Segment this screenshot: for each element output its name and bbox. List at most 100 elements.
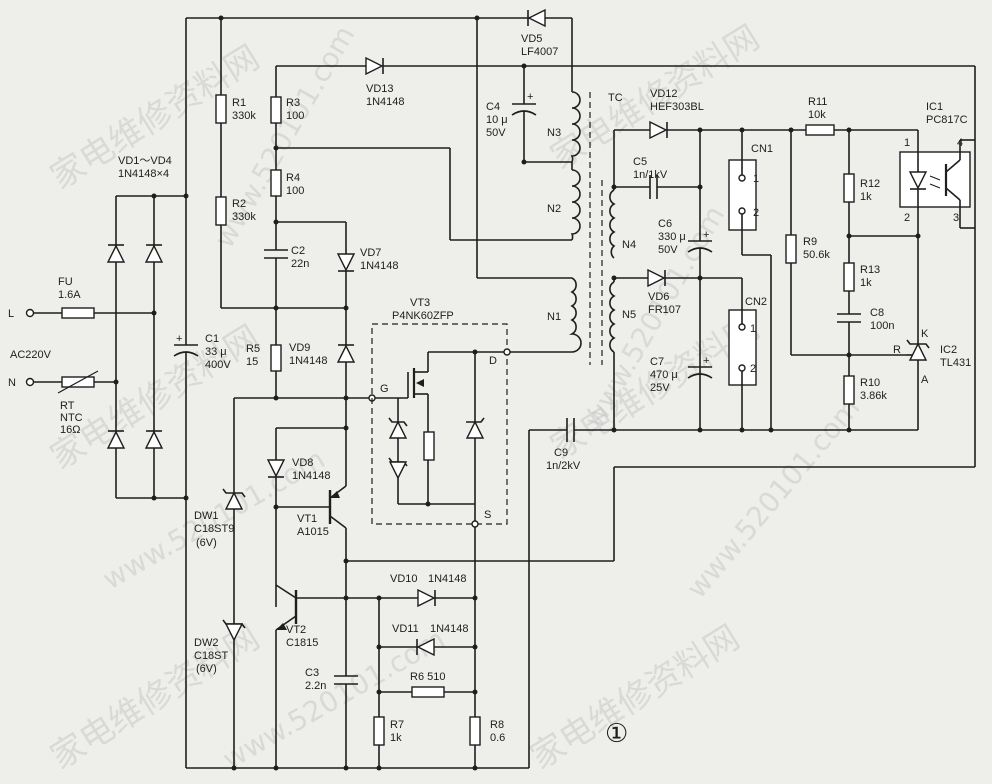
diode-vd13 (365, 56, 384, 76)
polarity-c6: + (703, 229, 709, 241)
value-vt1: A1015 (297, 526, 329, 538)
label-vd9: VD9 (289, 342, 310, 354)
coil-n1 (568, 277, 582, 353)
label-c5: C5 (633, 156, 647, 168)
label-vd7: VD7 (360, 247, 381, 259)
label-c2: C2 (291, 245, 305, 257)
value-r4: 100 (286, 185, 304, 197)
label-r4: R4 (286, 172, 300, 184)
ic1-pin1: 1 (904, 137, 910, 149)
ic2-pin-r: R (893, 344, 901, 356)
diode-vd3 (106, 430, 126, 449)
label-ic2: IC2 (940, 344, 957, 356)
terminal-n (25, 377, 35, 387)
label-r6: R6 510 (410, 671, 445, 683)
value-vd7: 1N4148 (360, 260, 399, 272)
coil-n4 (609, 189, 616, 259)
value-c8: 100n (870, 320, 894, 332)
value-r3: 100 (286, 110, 304, 122)
voltage-c6: 50V (658, 244, 678, 256)
label-r2: R2 (232, 198, 246, 210)
label-ac220v: AC220V (10, 349, 52, 361)
resistor-r13 (843, 262, 855, 292)
label-vd10: VD10 (390, 573, 418, 585)
resistor-r8 (469, 716, 481, 746)
value-ic2: TL431 (940, 357, 971, 369)
polarity-c7: + (703, 355, 709, 367)
label-vd1-4: VD1～VD4 (118, 155, 172, 167)
value-vt2: C1815 (286, 637, 318, 649)
start-resistors: R1 330k R2 330k (215, 18, 349, 311)
ic2-pin-k: K (921, 328, 929, 340)
cn1-pin2: 2 (753, 207, 759, 219)
value-vt3: P4NK60ZFP (392, 310, 454, 322)
input-section: L N AC220V FU 1.6A RT NTC 16Ω VD1～VD4 1N… (8, 18, 231, 768)
terminal-l (25, 308, 35, 318)
label-rt-ntc: NTC (60, 412, 83, 424)
zener-section: DW1 C18ST9 (6V) DW2 C18ST (6V) (194, 398, 246, 771)
label-c7: C7 (650, 356, 664, 368)
resistor-r12 (843, 173, 855, 203)
polarity-c4: + (527, 91, 533, 103)
label-n4: N4 (622, 239, 636, 251)
diode-vd7 (336, 253, 356, 272)
cn2-pin2: 2 (750, 363, 756, 375)
value-r8: 0.6 (490, 732, 505, 744)
diode-vd2 (144, 244, 164, 263)
value-c2: 22n (291, 258, 309, 270)
label-r7: R7 (390, 719, 404, 731)
label-vt1: VT1 (297, 513, 317, 525)
value-vd8: 1N4148 (292, 470, 331, 482)
label-n3: N3 (547, 127, 561, 139)
value-c5: 1n/1kV (633, 169, 668, 181)
label-c6: C6 (658, 218, 672, 230)
value-vd6: FR107 (648, 304, 681, 316)
label-c9: C9 (554, 447, 568, 459)
diode-vd12 (649, 120, 668, 140)
label-r3: R3 (286, 97, 300, 109)
resistor-r5 (270, 344, 282, 372)
label-s: S (484, 509, 491, 521)
resistor-r3 (270, 96, 282, 124)
label-l: L (8, 308, 14, 320)
value-c3: 2.2n (305, 680, 326, 692)
resistor-r2 (215, 196, 227, 226)
label-n1: N1 (547, 311, 561, 323)
resistor-r9 (785, 234, 797, 264)
label-r5: R5 (246, 343, 260, 355)
value-dw1: C18ST9 (194, 523, 234, 535)
label-vt2: VT2 (286, 624, 306, 636)
vt1-arrow (330, 491, 340, 498)
value-rt: 16Ω (60, 424, 80, 436)
fuse-fu (61, 307, 95, 319)
label-cn2: CN2 (745, 296, 767, 308)
label-n: N (8, 377, 16, 389)
value-r11: 10k (808, 109, 826, 121)
label-c8: C8 (870, 307, 884, 319)
label-fu: FU (58, 276, 73, 288)
watermark-url: www.520101.com (680, 391, 866, 604)
cn1-pin1: 1 (753, 173, 759, 185)
label-g: G (380, 383, 389, 395)
value-r2: 330k (232, 211, 256, 223)
value-vd5: LF4007 (521, 46, 558, 58)
resistor-r6 (411, 686, 445, 698)
label-r11: R11 (808, 96, 827, 108)
label-vd11: VD11 (392, 623, 419, 635)
label-tc: TC (608, 92, 623, 104)
voltage-dw1: (6V) (196, 537, 217, 549)
watermark-text: 家电维修资料网 (524, 618, 747, 778)
label-r1: R1 (232, 97, 246, 109)
value-vd9: 1N4148 (289, 355, 328, 367)
value-c1: 33 μ (205, 346, 227, 358)
vcc-supply: VD13 1N4148 R3 100 R4 100 C2 22n VD7 1N4… (246, 56, 975, 428)
value-fu: 1.6A (58, 289, 81, 301)
ic2-pin-a: A (921, 374, 929, 386)
value-vd12: HEF303BL (650, 101, 704, 113)
zener-dw2 (224, 623, 244, 642)
diode-vd6 (647, 268, 666, 288)
transformer-primary: VD5 LF4007 + C4 10 μ 50V N3 N2 N1 TC (476, 8, 623, 365)
drive-transistors: VD8 1N4148 VT1 A1015 VT2 C1815 (266, 66, 976, 771)
ic1-pin3: 3 (953, 212, 959, 224)
